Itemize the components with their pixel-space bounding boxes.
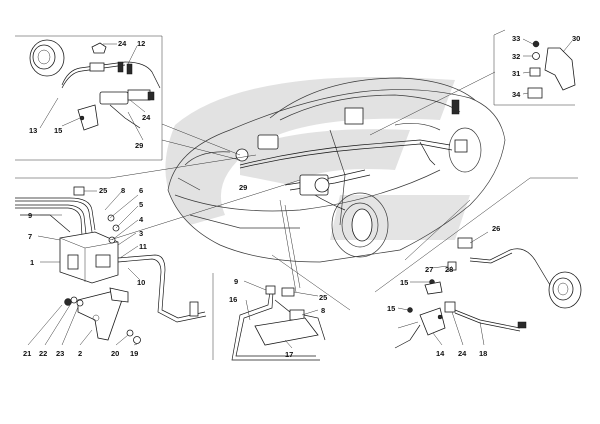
callout-22: 22 xyxy=(39,349,47,358)
callout-26: 26 xyxy=(492,224,500,233)
callout-15: 15 xyxy=(387,304,395,313)
callout-24: 24 xyxy=(118,39,127,48)
callout-5: 5 xyxy=(139,200,143,209)
callout-16: 16 xyxy=(229,295,237,304)
callout-3: 3 xyxy=(139,229,143,238)
callout-24: 24 xyxy=(142,113,151,122)
callout-27: 27 xyxy=(425,265,433,274)
callout-1: 1 xyxy=(30,258,34,267)
callout-32: 32 xyxy=(512,52,520,61)
callout-17: 17 xyxy=(285,350,293,359)
watermark-logo xyxy=(165,76,470,240)
callout-labels: 24 12 13 15 24 29 33 32 31 34 30 25 8 6 … xyxy=(23,34,580,359)
callout-12: 12 xyxy=(137,39,145,48)
callout-29: 29 xyxy=(135,141,143,150)
callout-13: 13 xyxy=(29,126,37,135)
callout-29: 29 xyxy=(239,183,247,192)
callout-7: 7 xyxy=(28,232,32,241)
callout-8: 8 xyxy=(121,186,125,195)
inset-bottom-center xyxy=(212,199,351,361)
callout-9: 9 xyxy=(234,277,238,286)
callout-23: 23 xyxy=(56,349,64,358)
inset-top-right xyxy=(369,29,576,136)
inset-abs-unit xyxy=(15,123,301,346)
callout-15: 15 xyxy=(54,126,62,135)
callout-18: 18 xyxy=(479,349,487,358)
callout-14: 14 xyxy=(436,349,445,358)
callout-9: 9 xyxy=(28,211,32,220)
car-components xyxy=(235,99,468,242)
inset-top-left xyxy=(15,35,163,161)
inset-bottom-right xyxy=(374,177,582,349)
callout-25: 25 xyxy=(319,293,327,302)
callout-21: 21 xyxy=(23,349,31,358)
callout-19: 19 xyxy=(130,349,138,358)
callout-30: 30 xyxy=(572,34,580,43)
callout-20: 20 xyxy=(111,349,119,358)
callout-15: 15 xyxy=(400,278,408,287)
callout-4: 4 xyxy=(139,215,144,224)
callout-2: 2 xyxy=(78,349,82,358)
callout-33: 33 xyxy=(512,34,520,43)
callout-28: 28 xyxy=(445,265,453,274)
callout-11: 11 xyxy=(139,242,147,251)
callout-25: 25 xyxy=(99,186,107,195)
callout-10: 10 xyxy=(137,278,145,287)
callout-6: 6 xyxy=(139,186,143,195)
callout-8: 8 xyxy=(321,306,325,315)
callout-31: 31 xyxy=(512,69,520,78)
callout-24: 24 xyxy=(458,349,467,358)
callout-34: 34 xyxy=(512,90,521,99)
